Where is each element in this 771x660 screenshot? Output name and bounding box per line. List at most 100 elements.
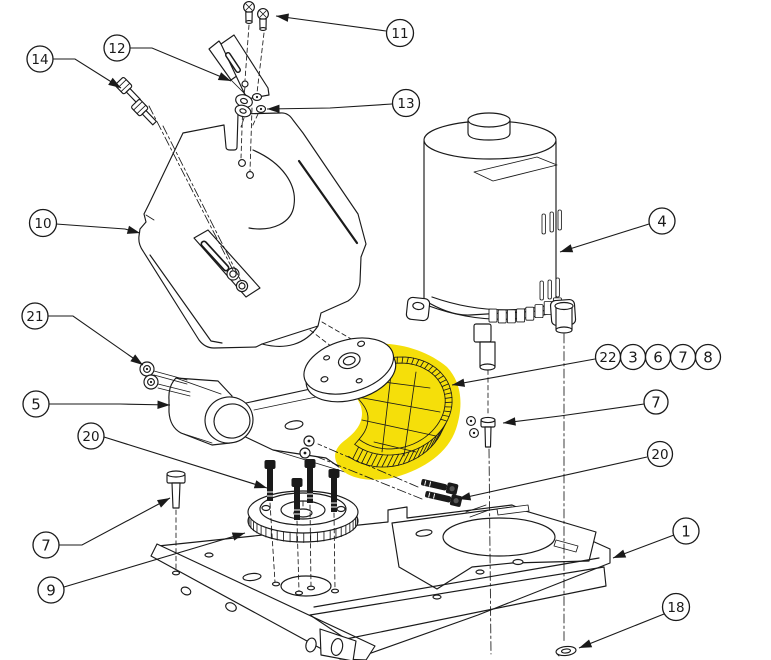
socket-screw xyxy=(291,478,303,520)
clamp-bracket xyxy=(208,34,270,100)
front-lip xyxy=(309,557,607,640)
balloon-number: 22 xyxy=(599,350,616,366)
balloon-circle[interactable] xyxy=(694,343,722,371)
leader-arrowhead xyxy=(157,400,170,409)
socket-screws-left xyxy=(264,459,340,596)
balloon-number: 7 xyxy=(678,348,688,366)
ring-gear xyxy=(247,490,359,543)
callout-11[interactable]: 11 xyxy=(275,13,415,48)
washer-stack xyxy=(234,93,267,128)
top-screws xyxy=(243,1,269,94)
balloon-number: 12 xyxy=(108,41,125,57)
leader-arrowhead xyxy=(560,244,574,253)
motor-mount-opening xyxy=(442,517,556,557)
balloon-number: 6 xyxy=(653,348,663,366)
balloon-number: 9 xyxy=(46,581,56,599)
callout-20[interactable]: 20 xyxy=(457,440,674,501)
callout-12[interactable]: 12 xyxy=(103,34,232,82)
balloon-circle[interactable] xyxy=(21,302,49,330)
callout-13[interactable]: 13 xyxy=(266,88,421,118)
callout-21[interactable]: 21 xyxy=(21,302,144,366)
hex-bolt-left xyxy=(166,470,186,576)
balloon-circle[interactable] xyxy=(648,207,676,235)
balloon-number: 11 xyxy=(391,26,408,42)
balloon-number: 21 xyxy=(26,309,43,325)
motor-ear-left xyxy=(405,296,431,322)
socket-screw xyxy=(264,460,276,501)
leader-arrowhead xyxy=(126,225,140,234)
balloon-circle[interactable] xyxy=(77,422,105,450)
roller xyxy=(168,377,254,446)
balloon-circle[interactable] xyxy=(672,517,700,545)
cover-hole xyxy=(246,171,254,179)
motor-vents xyxy=(539,209,562,301)
callout-7[interactable]: 7 xyxy=(502,389,669,426)
callout-7[interactable]: 7 xyxy=(32,497,171,559)
callout-4[interactable]: 4 xyxy=(559,207,676,253)
balloon-number: 18 xyxy=(667,600,684,616)
base-frame xyxy=(150,504,611,660)
socket-screw xyxy=(328,469,340,512)
flat-washer xyxy=(555,645,577,657)
hex-bolts xyxy=(115,77,243,284)
leader-arrowhead xyxy=(231,532,245,541)
balloon-circle[interactable] xyxy=(37,576,65,604)
balloon-circle[interactable] xyxy=(26,45,54,73)
balloon-number: 20 xyxy=(651,447,668,463)
balloon-circle[interactable] xyxy=(28,208,58,238)
leader-arrowhead xyxy=(458,492,472,501)
balloon-number: 7 xyxy=(651,393,661,411)
shoulder-screw xyxy=(465,369,496,655)
balloon-circle[interactable] xyxy=(661,592,691,622)
leader-arrowhead xyxy=(503,417,516,426)
callout-20[interactable]: 20 xyxy=(77,422,268,489)
balloon-number: 20 xyxy=(82,429,99,445)
balloon-circle[interactable] xyxy=(643,389,669,415)
callout-3[interactable]: 3 xyxy=(619,343,647,371)
leader-arrowhead xyxy=(579,639,593,648)
flange-disc xyxy=(303,337,397,403)
balloon-number: 4 xyxy=(657,212,667,230)
leader-arrowhead xyxy=(217,72,231,81)
balloon-number: 1 xyxy=(681,522,691,540)
callout-8[interactable]: 8 xyxy=(694,343,722,371)
cover xyxy=(138,99,367,361)
callout-18[interactable]: 18 xyxy=(578,592,691,649)
lock-nuts xyxy=(139,361,191,397)
balloon-circle[interactable] xyxy=(32,531,60,559)
balloon-circle[interactable] xyxy=(385,18,415,48)
leader-arrowhead xyxy=(452,378,466,387)
motor xyxy=(405,112,577,371)
callout-10[interactable]: 10 xyxy=(28,208,141,238)
callout-6[interactable]: 6 xyxy=(644,343,672,371)
motor-top-panel xyxy=(473,156,558,182)
callout-7[interactable]: 7 xyxy=(669,343,697,371)
balloon-number: 8 xyxy=(703,348,713,366)
balloon-circle[interactable] xyxy=(22,390,50,418)
balloon-number: 14 xyxy=(31,52,48,68)
balloon-number: 3 xyxy=(628,348,638,366)
balloon-circle[interactable] xyxy=(646,440,674,468)
balloon-number: 10 xyxy=(34,216,51,232)
balloon-circle[interactable] xyxy=(391,88,421,118)
callout-5[interactable]: 5 xyxy=(22,390,171,418)
cover-hole xyxy=(238,159,246,167)
cover-slot-tab xyxy=(193,229,261,298)
socket-screw xyxy=(304,459,316,503)
leader-arrowhead xyxy=(613,549,627,558)
leader-arrowhead xyxy=(253,480,267,489)
motor-studs xyxy=(473,301,574,371)
gear-opening xyxy=(280,575,332,597)
leader-arrowhead xyxy=(130,354,143,365)
leader-arrowhead xyxy=(267,104,280,114)
leader-arrowhead xyxy=(276,13,289,22)
balloon-circle[interactable] xyxy=(103,34,131,62)
callout-14[interactable]: 14 xyxy=(26,45,122,89)
callout-9[interactable]: 9 xyxy=(37,532,246,604)
centerline-and-washer xyxy=(555,333,577,657)
callout-22[interactable]: 22 xyxy=(451,343,622,387)
callout-1[interactable]: 1 xyxy=(612,517,700,559)
balloon-number: 5 xyxy=(31,395,41,413)
leader-arrowhead xyxy=(156,498,170,508)
